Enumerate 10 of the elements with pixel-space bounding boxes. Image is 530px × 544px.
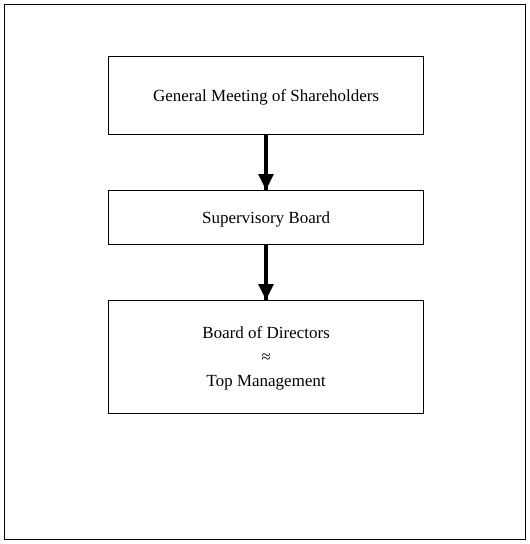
arrow: [258, 245, 274, 300]
box-text: Board of Directors: [202, 322, 330, 344]
process-box: [108, 56, 424, 135]
box-text: Top Management: [206, 370, 326, 392]
box-text: ≈: [261, 346, 271, 368]
box-text: General Meeting of Shareholders: [152, 84, 380, 107]
box-text: Supervisory Board: [202, 206, 330, 229]
arrow: [258, 135, 274, 190]
process-box: [108, 190, 424, 245]
process-box: [108, 300, 424, 414]
